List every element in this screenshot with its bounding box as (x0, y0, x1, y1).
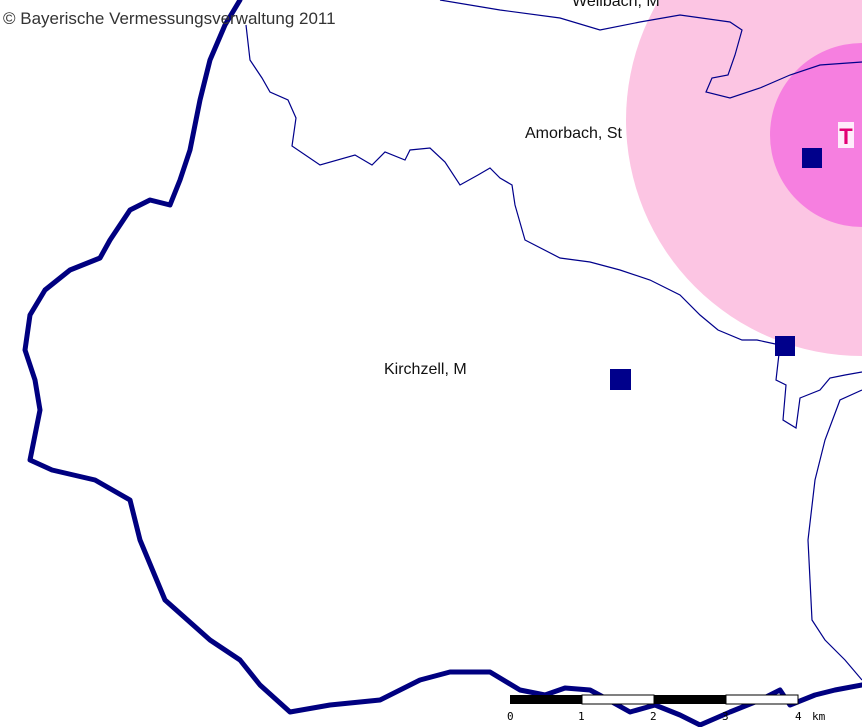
site-marker-border[interactable] (775, 336, 795, 356)
place-label-amorbach: Amorbach, St (525, 125, 622, 142)
municipal-border-top (439, 0, 862, 99)
telekom-logo-letter: T (839, 124, 853, 149)
telekom-logo-icon: T (838, 122, 854, 149)
coverage-area-inner (770, 43, 862, 227)
place-label-top-cut: Weilbach, M (572, 0, 660, 10)
municipal-border-east (775, 344, 862, 429)
scale-tick-3: 3 (722, 710, 729, 723)
copyright-notice: © Bayerische Vermessungsverwaltung 2011 (3, 9, 336, 28)
scale-tick-4: 4 (795, 710, 802, 723)
municipal-border-north (245, 24, 781, 346)
scale-tick-1: 1 (578, 710, 585, 723)
district-border (22, 0, 862, 727)
scale-unit: km (812, 710, 826, 723)
scale-bar: 0 1 2 3 4 km (507, 694, 826, 723)
place-label-kirchzell: Kirchzell, M (384, 361, 467, 378)
site-marker-amorbach[interactable] (802, 148, 822, 168)
scale-tick-2: 2 (650, 710, 657, 723)
site-marker-kirchzell[interactable] (610, 369, 631, 390)
scale-tick-0: 0 (507, 710, 514, 723)
municipal-border-southeast (807, 389, 862, 681)
